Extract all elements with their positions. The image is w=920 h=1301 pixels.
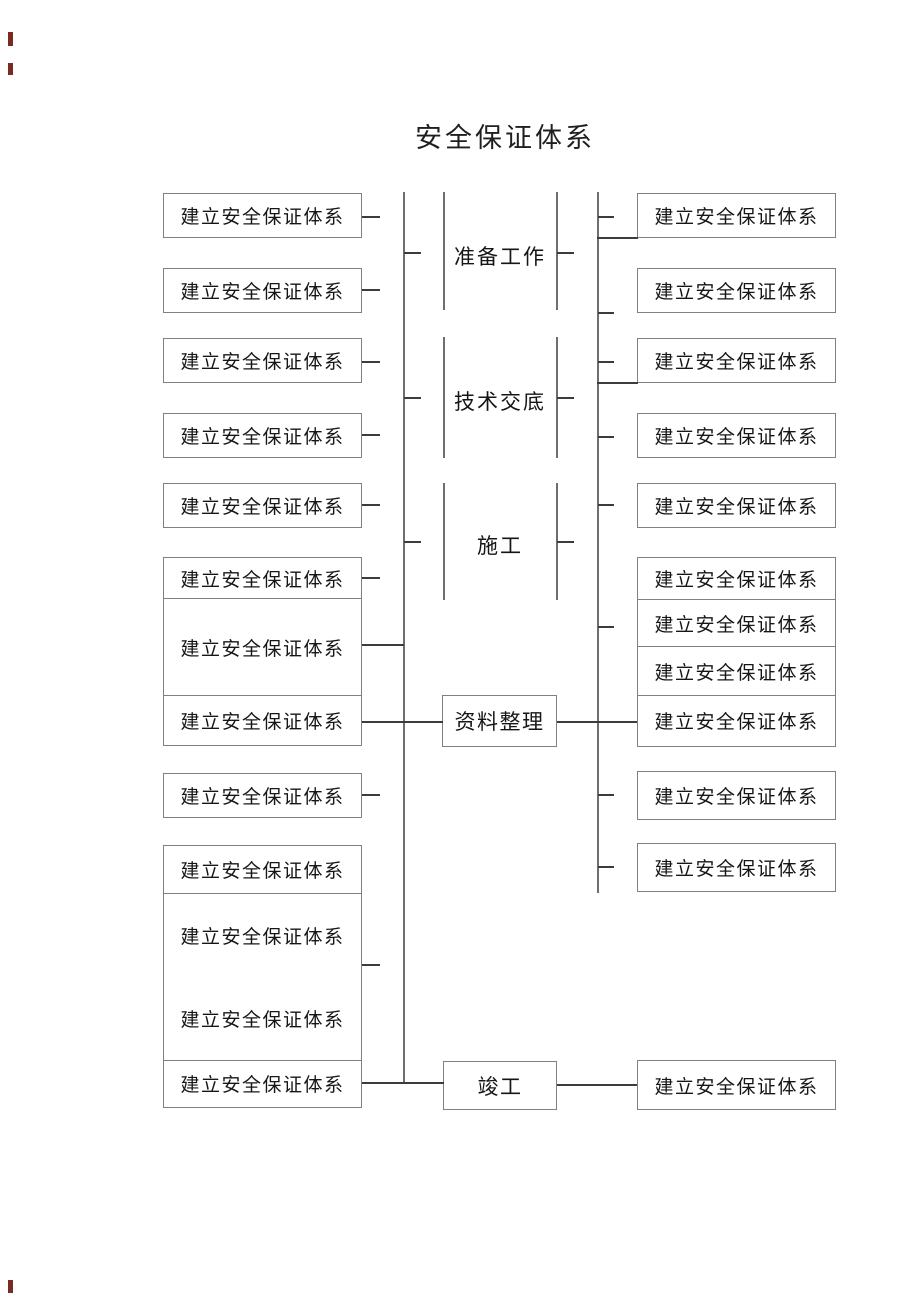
- right-box-6: 建立安全保证体系: [654, 570, 819, 591]
- connector-tick: [598, 216, 614, 218]
- connector-tick: [362, 434, 380, 436]
- right-box-1: 建立安全保证体系: [637, 193, 836, 238]
- connector-tick: [598, 436, 614, 438]
- left-stack-2: 建立安全保证体系 建立安全保证体系 建立安全保证体系 建立安全保证体系: [163, 845, 362, 1108]
- connector-tick: [598, 361, 614, 363]
- left-box-2: 建立安全保证体系: [163, 268, 362, 313]
- connector-tick: [362, 361, 380, 363]
- left-spine-line: [403, 192, 405, 1083]
- connector-line-completion-left: [362, 1082, 444, 1084]
- left-box-11: 建立安全保证体系 建立安全保证体系: [164, 893, 361, 1060]
- connector-tick: [598, 626, 614, 628]
- right-box-5: 建立安全保证体系: [637, 483, 836, 528]
- connector-tick: [557, 541, 574, 543]
- stage-preparation-left-line: [443, 192, 445, 310]
- connector-line: [362, 644, 404, 646]
- stage-preparation-right-line: [556, 192, 558, 310]
- stage-completion-box: 竣工: [443, 1061, 557, 1110]
- connector-line-documentation-left: [362, 721, 443, 723]
- left-box-6: 建立安全保证体系: [180, 569, 345, 591]
- right-box-2: 建立安全保证体系: [637, 268, 836, 313]
- right-box-4: 建立安全保证体系: [637, 413, 836, 458]
- connector-tick: [598, 312, 614, 314]
- connector-tick: [362, 794, 380, 796]
- connector-line-completion-right: [557, 1084, 637, 1086]
- connector-tick: [404, 252, 421, 254]
- connector-tick: [404, 397, 421, 399]
- left-box-7: 建立安全保证体系: [164, 598, 361, 695]
- connector-tick: [598, 866, 614, 868]
- right-box-9: 建立安全保证体系: [638, 695, 835, 745]
- left-box-1: 建立安全保证体系: [163, 193, 362, 238]
- stage-technical-left-line: [443, 337, 445, 458]
- connector-line-documentation-right: [557, 721, 637, 723]
- connector-tick: [557, 252, 574, 254]
- connector-line: [597, 237, 638, 239]
- right-box-10: 建立安全保证体系: [637, 771, 836, 820]
- diagram-title: 安全保证体系: [415, 123, 595, 153]
- left-box-11-label-a: 建立安全保证体系: [180, 927, 345, 948]
- connector-tick: [557, 397, 574, 399]
- connector-line: [597, 382, 638, 384]
- left-box-5: 建立安全保证体系: [163, 483, 362, 528]
- left-box-11-label-b: 建立安全保证体系: [180, 1010, 345, 1031]
- left-box-10: 建立安全保证体系: [180, 861, 345, 882]
- connector-tick: [598, 504, 614, 506]
- right-stack: 建立安全保证体系 建立安全保证体系 建立安全保证体系 建立安全保证体系: [637, 557, 836, 747]
- connector-tick: [404, 541, 421, 543]
- connector-tick: [362, 216, 380, 218]
- left-box-3: 建立安全保证体系: [163, 338, 362, 383]
- connector-tick: [362, 289, 380, 291]
- scan-artifact: [8, 1280, 13, 1293]
- right-box-3: 建立安全保证体系: [637, 338, 836, 383]
- left-box-12: 建立安全保证体系: [164, 1060, 361, 1106]
- left-box-8: 建立安全保证体系: [164, 695, 361, 744]
- stage-technical-label: 技术交底: [454, 390, 546, 414]
- left-stack-1: 建立安全保证体系 建立安全保证体系 建立安全保证体系: [163, 557, 362, 746]
- stage-documentation-box: 资料整理: [442, 695, 557, 747]
- right-box-7: 建立安全保证体系: [638, 599, 835, 646]
- connector-tick: [362, 964, 380, 966]
- right-box-11: 建立安全保证体系: [637, 843, 836, 892]
- connector-tick: [362, 577, 380, 579]
- stage-preparation-label: 准备工作: [454, 245, 546, 269]
- left-box-4: 建立安全保证体系: [163, 413, 362, 458]
- connector-tick: [362, 504, 380, 506]
- left-box-9: 建立安全保证体系: [163, 773, 362, 818]
- stage-technical-right-line: [556, 337, 558, 458]
- right-spine-line: [597, 192, 599, 893]
- right-box-8: 建立安全保证体系: [638, 646, 835, 695]
- right-box-12: 建立安全保证体系: [637, 1060, 836, 1110]
- stage-construction-label: 施工: [477, 534, 523, 558]
- connector-tick: [598, 794, 614, 796]
- scan-artifact: [8, 32, 13, 46]
- stage-construction-right-line: [556, 483, 558, 600]
- scan-artifact: [8, 63, 13, 75]
- stage-construction-left-line: [443, 483, 445, 600]
